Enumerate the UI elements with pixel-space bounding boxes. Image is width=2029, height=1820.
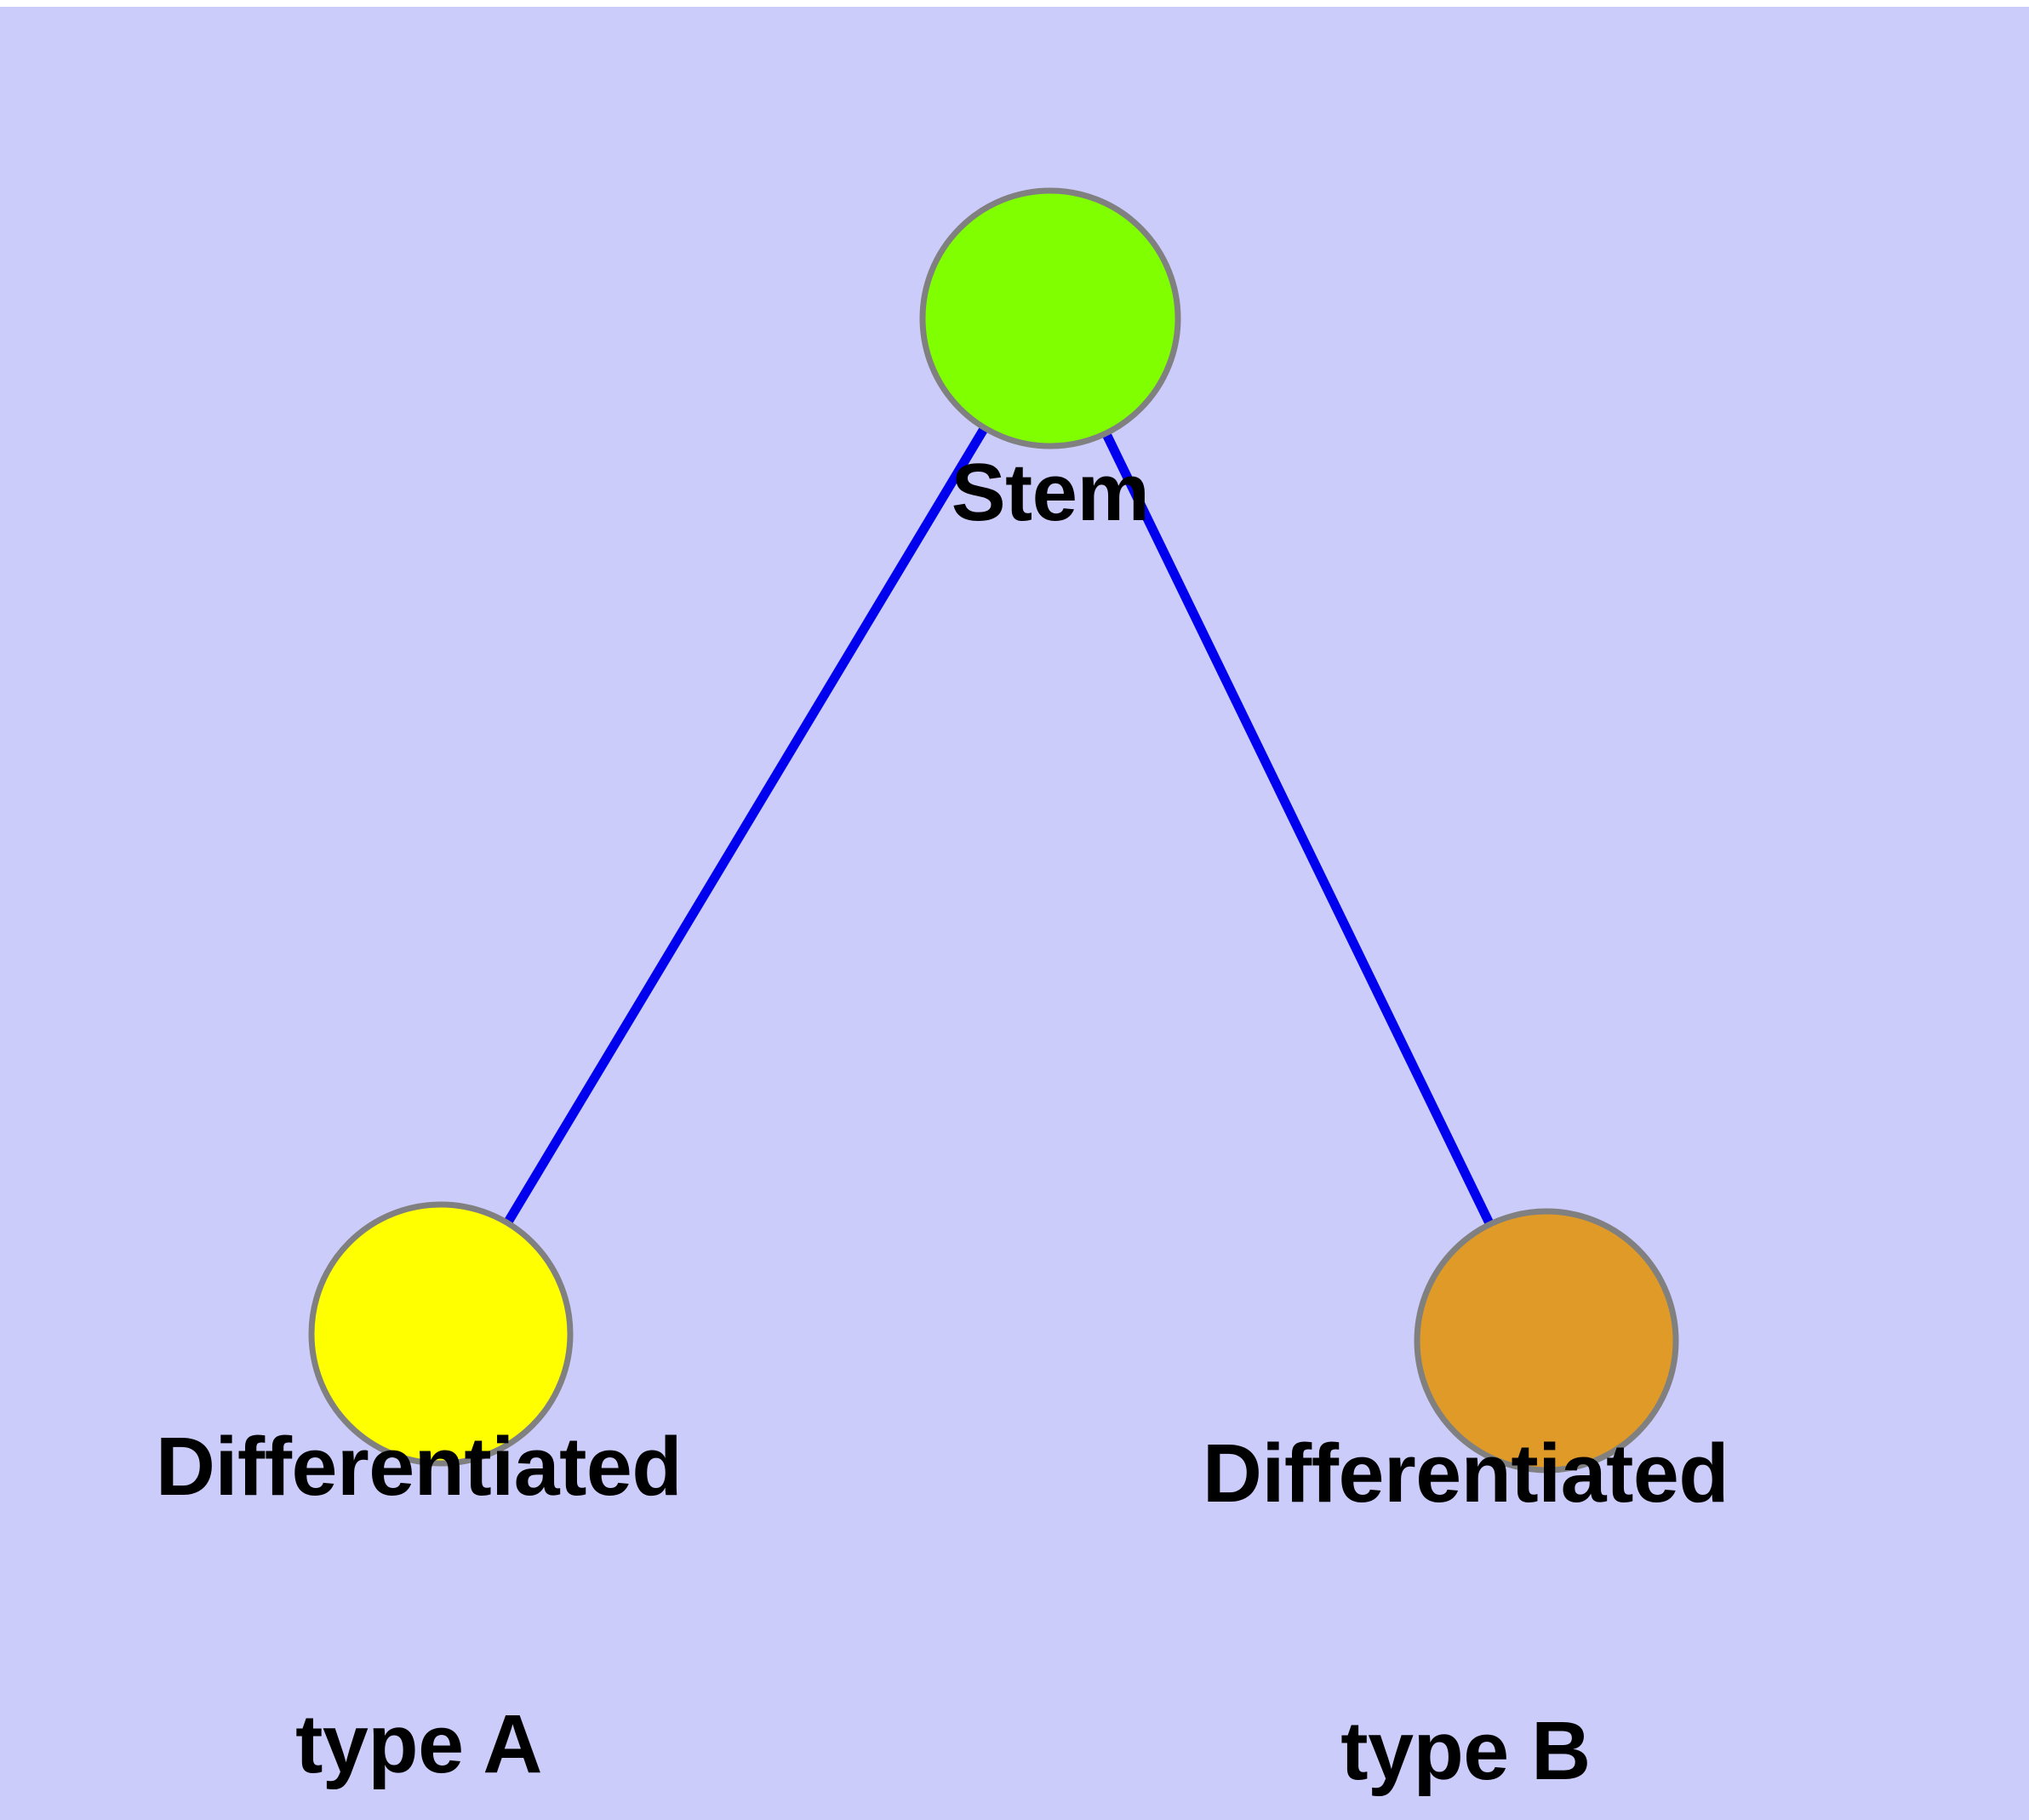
edge-stem-to-diff-a xyxy=(503,425,989,1226)
node-layer xyxy=(308,187,1679,1474)
node-diff-a[interactable] xyxy=(308,1201,574,1467)
edge-layer xyxy=(503,425,1495,1227)
node-stem[interactable] xyxy=(919,187,1181,449)
node-diff-b[interactable] xyxy=(1414,1208,1679,1474)
edge-stem-to-diff-b xyxy=(1101,431,1495,1227)
